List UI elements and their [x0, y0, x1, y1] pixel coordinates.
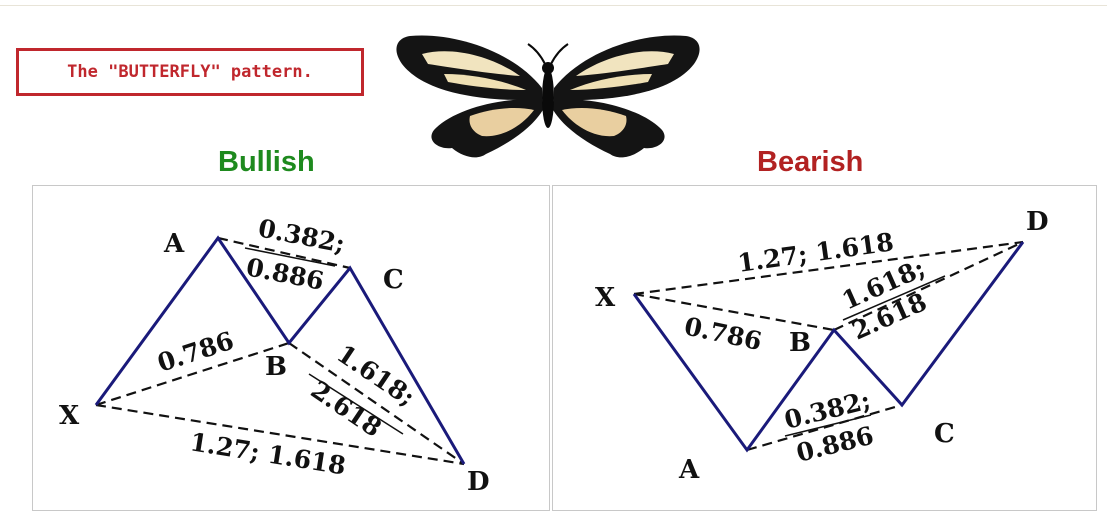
pattern-title: The "BUTTERFLY" pattern.	[16, 48, 364, 96]
top-divider	[0, 5, 1107, 6]
bearish-point-d: D	[1026, 207, 1049, 237]
bearish-bd-dashed-line	[833, 241, 1024, 331]
bullish-point-x: X	[59, 401, 80, 431]
bearish-point-c: C	[934, 419, 955, 449]
bullish-xb-dashed-line	[95, 341, 290, 407]
bullish-point-d: D	[467, 467, 490, 497]
bearish-point-x: X	[595, 283, 616, 313]
bearish-xd-dashed-line	[633, 240, 1024, 296]
bearish-point-a: A	[678, 455, 700, 485]
bearish-point-b: B	[789, 328, 811, 358]
bullish-xd-dashed-line	[95, 403, 465, 466]
bearish-heading: Bearish	[757, 146, 864, 178]
bearish-pattern-line	[632, 241, 1025, 453]
bullish-chart: X A B C D 0.382; 0.886 0.786 1.618; 2.61…	[59, 213, 490, 497]
bullish-ratio-ac-top: 0.382;	[256, 213, 347, 258]
bearish-ratio-bd-fraction-bar	[842, 275, 946, 321]
bearish-ac-dashed-line	[746, 403, 903, 452]
bullish-ratio-xb: 0.786	[154, 326, 237, 378]
bullish-pattern-line	[94, 235, 466, 465]
bullish-ratio-xd: 1.27; 1.618	[188, 427, 348, 480]
bearish-ratio-ac-fraction-bar	[784, 414, 872, 437]
bullish-point-a: A	[163, 229, 185, 259]
bullish-point-b: B	[265, 352, 287, 382]
bullish-bd-dashed-line	[288, 342, 465, 465]
bearish-panel: X A B C D 1.27; 1.618 0.786 1.618; 2.618…	[552, 185, 1097, 511]
bullish-ac-dashed-line	[217, 236, 351, 270]
bearish-ratio-xb: 0.786	[682, 312, 765, 357]
bullish-point-c: C	[383, 265, 404, 295]
bullish-ratio-ac-fraction-bar	[244, 247, 336, 267]
bearish-xb-dashed-line	[633, 292, 835, 332]
butterfly-image	[396, 35, 700, 158]
bullish-heading: Bullish	[218, 146, 315, 178]
bullish-ratio-bd-fraction-bar	[308, 373, 404, 435]
bullish-panel: X A B C D 0.382; 0.886 0.786 1.618; 2.61…	[32, 185, 550, 511]
bearish-chart: X A B C D 1.27; 1.618 0.786 1.618; 2.618…	[595, 207, 1049, 485]
